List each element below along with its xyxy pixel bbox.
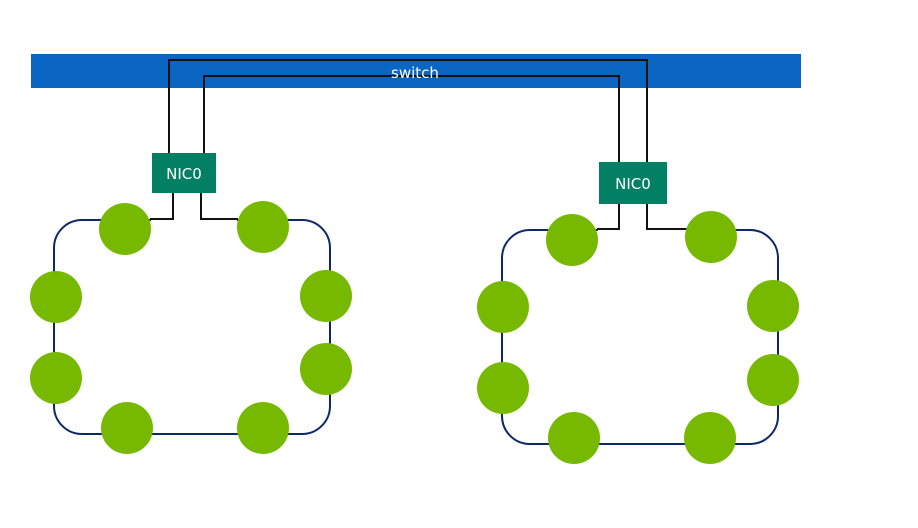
gpu-2-5	[477, 362, 529, 414]
node-1: NIC0	[30, 153, 352, 454]
node-2-ring	[501, 229, 779, 445]
gpu-1-2	[237, 201, 289, 253]
node-2-port-right	[646, 204, 687, 230]
gpu-1-4	[300, 270, 352, 322]
gpu-1-3	[30, 271, 82, 323]
outer-wire	[168, 59, 648, 162]
inner-wire	[203, 75, 620, 162]
node-2-port-left	[597, 204, 620, 230]
gpu-2-2	[685, 211, 737, 263]
node-1-port-right	[200, 193, 238, 220]
gpu-2-3	[477, 281, 529, 333]
node-2: NIC0	[477, 162, 799, 464]
gpu-2-1	[546, 214, 598, 266]
gpu-1-1	[99, 203, 151, 255]
node-1-port-left	[150, 193, 174, 220]
node-2-nic-label: NIC0	[615, 175, 651, 193]
gpu-2-6	[747, 354, 799, 406]
node-1-nic	[152, 153, 216, 193]
gpu-2-7	[548, 412, 600, 464]
gpu-2-4	[747, 280, 799, 332]
gpu-1-7	[101, 402, 153, 454]
node-1-nic-label: NIC0	[166, 165, 202, 183]
gpu-1-8	[237, 402, 289, 454]
inter-node-wires	[168, 59, 648, 162]
node-2-nic	[599, 162, 667, 204]
gpu-1-5	[30, 352, 82, 404]
gpu-1-6	[300, 343, 352, 395]
gpu-2-8	[684, 412, 736, 464]
node-1-ring	[53, 219, 331, 435]
switch-label: switch	[391, 64, 439, 82]
